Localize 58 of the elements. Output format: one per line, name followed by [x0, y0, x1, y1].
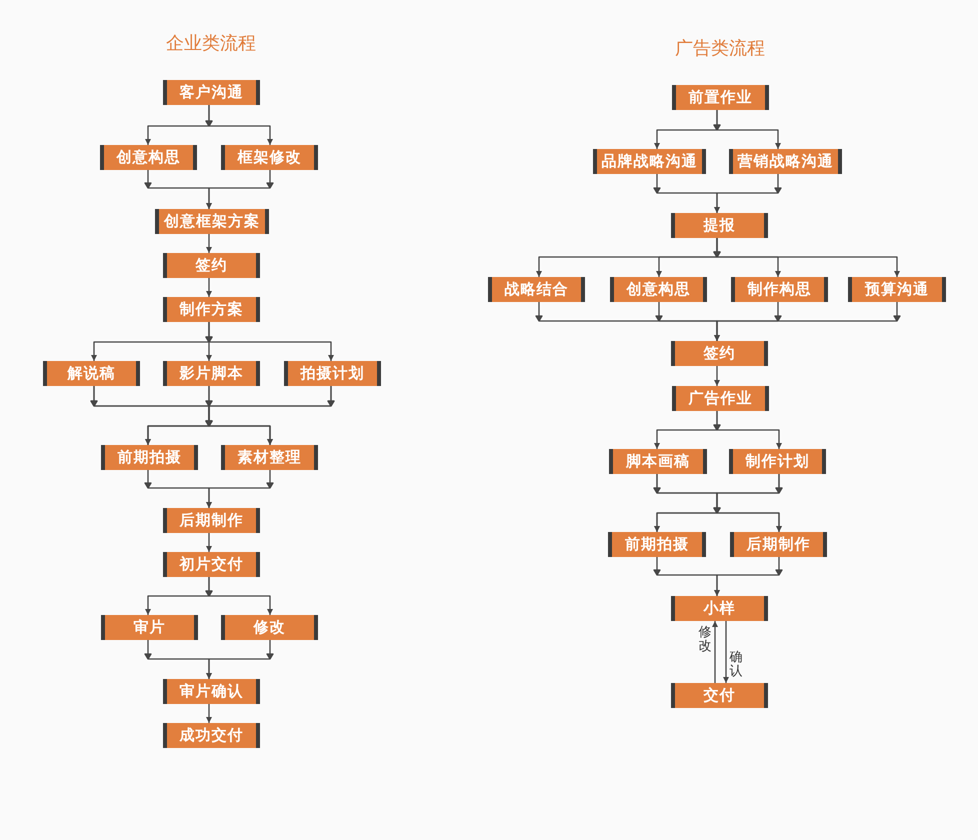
process-box: 审片 — [101, 615, 198, 640]
flow-arrow — [206, 170, 274, 209]
process-box: 框架修改 — [221, 145, 318, 170]
flow-arrow — [205, 105, 273, 145]
process-box: 前期拍摄 — [101, 445, 198, 470]
process-box: 战略结合 — [488, 277, 585, 302]
process-box: 小样 — [671, 596, 768, 621]
process-box: 制作计划 — [729, 449, 826, 474]
column-title: 广告类流程 — [675, 38, 765, 60]
flow-arrow — [205, 386, 335, 445]
column-title: 企业类流程 — [166, 33, 256, 55]
process-box: 成功交付 — [163, 723, 260, 748]
process-box: 前期拍摄 — [608, 532, 706, 557]
edge-label: 确认 — [729, 651, 743, 679]
process-box: 初片交付 — [163, 552, 260, 577]
flow-arrow — [206, 470, 274, 508]
process-box: 拍摄计划 — [284, 361, 381, 386]
flow-arrow — [713, 238, 900, 277]
flow-arrow — [205, 577, 273, 615]
process-box: 后期制作 — [730, 532, 827, 557]
flow-arrow — [206, 234, 212, 253]
process-box: 创意框架方案 — [155, 209, 269, 234]
process-box: 脚本画稿 — [609, 449, 707, 474]
flow-arrow — [205, 322, 334, 361]
process-box: 品牌战略沟通 — [593, 149, 706, 174]
process-box: 修改 — [221, 615, 318, 640]
process-box: 素材整理 — [221, 445, 318, 470]
process-box: 创意构思 — [610, 277, 707, 302]
process-box: 后期制作 — [163, 508, 260, 533]
process-box: 交付 — [671, 683, 768, 708]
edge-label: 修改 — [698, 626, 712, 654]
process-box: 营销战略沟通 — [729, 149, 842, 174]
flow-arrow — [713, 474, 783, 532]
flow-arrow — [714, 557, 783, 596]
flow-arrow — [206, 704, 212, 723]
process-box: 制作构思 — [731, 277, 828, 302]
process-box: 影片脚本 — [163, 361, 260, 386]
process-box: 预算沟通 — [848, 277, 946, 302]
flow-arrow — [206, 533, 212, 552]
process-box: 客户沟通 — [163, 80, 260, 105]
process-box: 审片确认 — [163, 679, 260, 704]
process-box: 签约 — [671, 341, 768, 366]
flow-arrow — [714, 302, 901, 341]
process-box: 解说稿 — [43, 361, 140, 386]
flow-arrow — [714, 366, 720, 386]
process-box: 提报 — [671, 213, 768, 238]
process-box: 前置作业 — [672, 85, 769, 110]
process-box: 签约 — [163, 253, 260, 278]
flow-arrow — [713, 411, 782, 449]
flow-arrow — [206, 640, 274, 679]
flow-arrow — [206, 278, 212, 297]
process-box: 制作方案 — [163, 297, 260, 322]
flow-arrow — [723, 621, 729, 683]
process-box: 创意构思 — [100, 145, 197, 170]
flow-arrow — [714, 174, 782, 213]
flow-arrow — [713, 110, 781, 149]
flow-arrow — [712, 621, 718, 683]
process-box: 广告作业 — [672, 386, 769, 411]
